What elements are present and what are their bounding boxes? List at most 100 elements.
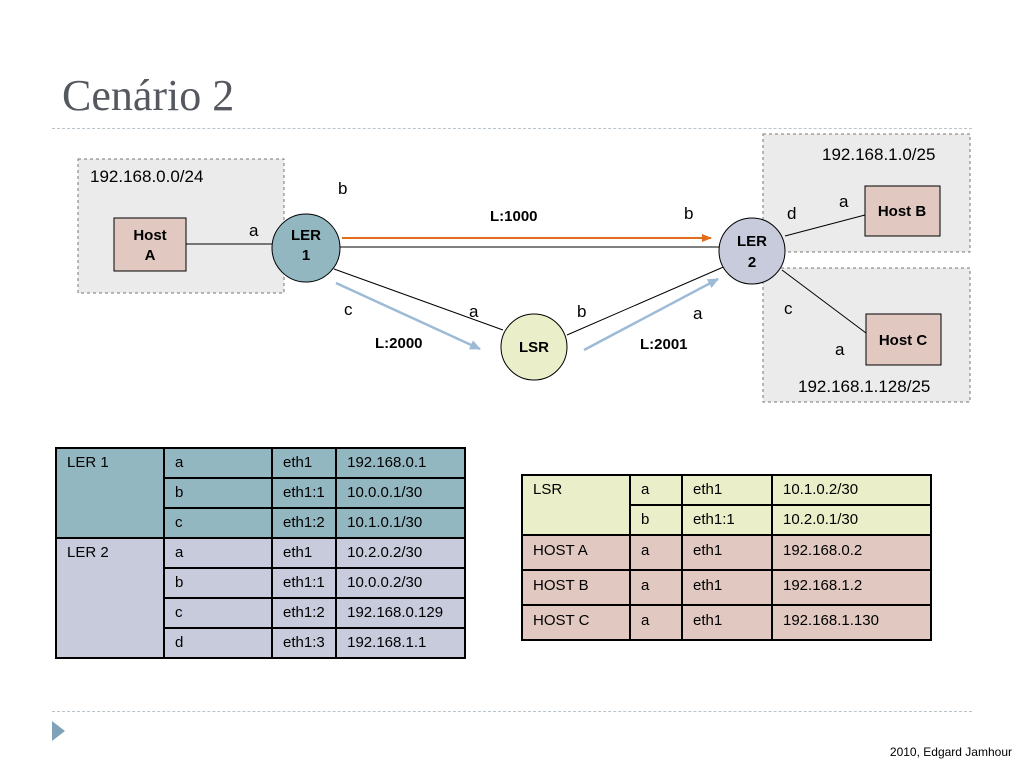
table-row: b eth1:1 10.0.0.1/30 <box>56 477 466 509</box>
interface-ler2-d: d <box>787 204 796 223</box>
interface-hostb-a: a <box>839 192 849 211</box>
device-cell: HOST C <box>521 604 631 641</box>
mpls-label-l2000: L:2000 <box>375 335 423 352</box>
table-row: LER 1 a eth1 192.168.0.1 <box>55 447 466 539</box>
device-cell: HOST B <box>521 569 631 606</box>
eth-cell: eth1:2 <box>270 507 338 539</box>
eth-cell: eth1 <box>270 447 338 479</box>
interface-ler1-b: b <box>338 179 347 198</box>
if-cell: a <box>629 534 683 571</box>
host-c-label: Host C <box>879 332 928 349</box>
ler2-label-line1: LER <box>737 233 767 250</box>
if-cell: a <box>629 604 683 641</box>
interface-lsr-a: a <box>469 302 479 321</box>
eth-cell: eth1 <box>681 534 773 571</box>
interface-hostc-a: a <box>835 340 845 359</box>
if-cell: d <box>163 627 273 659</box>
host-c-box <box>865 313 942 366</box>
if-cell: b <box>163 567 273 599</box>
ler1-label-line2: 1 <box>302 247 310 264</box>
eth-cell: eth1:1 <box>270 567 338 599</box>
if-cell: b <box>629 504 683 536</box>
ip-cell: 192.168.1.2 <box>771 569 932 606</box>
ip-cell: 192.168.0.1 <box>335 447 466 479</box>
table-row: d eth1:3 192.168.1.1 <box>56 627 466 659</box>
interface-ler1-c: c <box>344 300 353 319</box>
ip-cell: 192.168.0.129 <box>335 597 466 629</box>
table-row: HOST B a eth1 192.168.1.2 <box>521 569 932 606</box>
triangle-bullet-icon <box>52 721 65 741</box>
eth-cell: eth1 <box>681 474 773 506</box>
ip-cell: 192.168.0.2 <box>771 534 932 571</box>
eth-cell: eth1:1 <box>270 477 338 509</box>
table-row: c eth1:2 10.1.0.1/30 <box>56 507 466 539</box>
table-row: b eth1:1 10.2.0.1/30 <box>522 504 932 536</box>
device-cell: LER 2 <box>55 537 165 659</box>
ip-cell: 10.2.0.2/30 <box>335 537 466 569</box>
label-arrow-l2000 <box>335 281 481 351</box>
link-lsr-ler2 <box>566 264 729 336</box>
host-a-box <box>113 217 187 272</box>
bottom-divider <box>52 711 972 712</box>
if-cell: a <box>163 537 273 569</box>
device-cell: HOST A <box>521 534 631 571</box>
mpls-label-l1000: L:1000 <box>490 208 538 225</box>
slide-title: Cenário 2 <box>62 71 235 120</box>
network-label-left: 192.168.0.0/24 <box>90 167 203 186</box>
eth-cell: eth1 <box>681 604 773 641</box>
network-diagram: 192.168.0.0/24 192.168.1.0/25 192.168.1.… <box>77 133 971 403</box>
link-ler2-hostb <box>784 214 866 237</box>
ler1-label-line1: LER <box>291 227 321 244</box>
ip-cell: 10.0.0.2/30 <box>335 567 466 599</box>
table-row: c eth1:2 192.168.0.129 <box>56 597 466 629</box>
table-row: LER 2 a eth1 10.2.0.2/30 <box>55 537 466 659</box>
table-row: HOST C a eth1 192.168.1.130 <box>521 604 932 641</box>
link-ler2-hostc <box>781 269 867 334</box>
eth-cell: eth1 <box>270 537 338 569</box>
table-row: LSR a eth1 10.1.0.2/30 <box>521 474 932 536</box>
table-row: b eth1:1 10.0.0.2/30 <box>56 567 466 599</box>
device-cell: LSR <box>521 474 631 536</box>
lsr-node <box>500 313 568 381</box>
network-label-right-top: 192.168.1.0/25 <box>822 145 935 164</box>
ip-cell: 10.2.0.1/30 <box>771 504 932 536</box>
network-label-right-bottom: 192.168.1.128/25 <box>798 377 930 396</box>
interface-table-left: LER 1 a eth1 192.168.0.1 b eth1:1 10.0.0… <box>55 447 466 659</box>
eth-cell: eth1 <box>681 569 773 606</box>
slide-footer: 2010, Edgard Jamhour <box>889 745 1012 759</box>
ip-cell: 192.168.1.1 <box>335 627 466 659</box>
ip-cell: 10.1.0.1/30 <box>335 507 466 539</box>
if-cell: a <box>629 474 683 506</box>
host-a-label-line2: A <box>145 247 156 264</box>
ip-cell: 10.0.0.1/30 <box>335 477 466 509</box>
interface-table-right: LSR a eth1 10.1.0.2/30 b eth1:1 10.2.0.1… <box>521 474 932 641</box>
interface-ler1-a: a <box>249 221 259 240</box>
top-divider <box>52 128 972 129</box>
if-cell: a <box>629 569 683 606</box>
mpls-label-l2001: L:2001 <box>640 336 688 353</box>
link-ler1-lsr <box>333 268 504 331</box>
interface-ler2-a: a <box>693 304 703 323</box>
device-cell: LER 1 <box>55 447 165 539</box>
if-cell: c <box>163 507 273 539</box>
if-cell: a <box>163 447 273 479</box>
host-a-label-line1: Host <box>133 227 166 244</box>
host-b-label: Host B <box>878 203 927 220</box>
interface-lsr-b: b <box>577 302 586 321</box>
ler1-node <box>271 213 341 283</box>
lsr-label: LSR <box>519 339 549 356</box>
ip-cell: 192.168.1.130 <box>771 604 932 641</box>
label-arrow-l2001 <box>583 277 719 352</box>
interface-ler2-b: b <box>684 204 693 223</box>
eth-cell: eth1:3 <box>270 627 338 659</box>
if-cell: b <box>163 477 273 509</box>
interface-ler2-c: c <box>784 299 793 318</box>
eth-cell: eth1:1 <box>681 504 773 536</box>
ler2-label-line2: 2 <box>748 254 756 271</box>
ler2-node <box>718 217 786 285</box>
eth-cell: eth1:2 <box>270 597 338 629</box>
table-row: HOST A a eth1 192.168.0.2 <box>521 534 932 571</box>
if-cell: c <box>163 597 273 629</box>
host-b-box <box>864 185 941 237</box>
ip-cell: 10.1.0.2/30 <box>771 474 932 506</box>
